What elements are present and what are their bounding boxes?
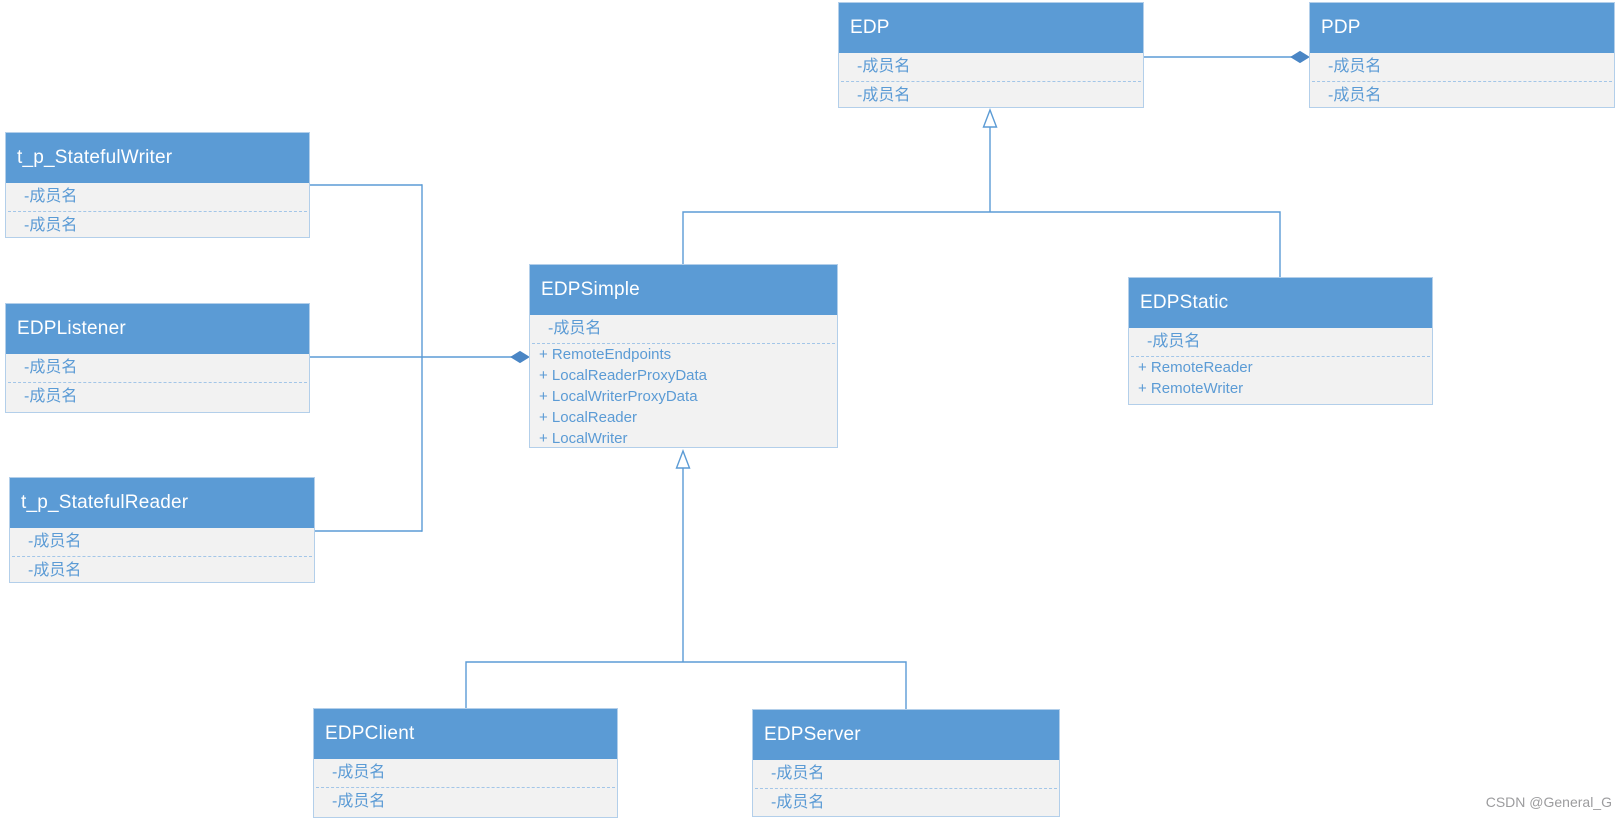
member-row: + LocalWriterProxyData xyxy=(539,388,698,405)
class-title-t-p-statefulwriter: t_p_StatefulWriter xyxy=(6,133,309,183)
member-row: + RemoteReader xyxy=(1138,359,1253,376)
class-compartments: -成员名 -成员名 xyxy=(10,528,314,585)
composition-diamond-icon xyxy=(510,350,530,364)
inheritance-triangle-icon xyxy=(675,449,691,469)
class-box-t-p-statefulwriter[interactable]: t_p_StatefulWriter -成员名 -成员名 xyxy=(5,132,310,238)
class-box-pdp[interactable]: PDP -成员名 -成员名 xyxy=(1309,2,1615,108)
member-row: -成员名 xyxy=(332,764,386,781)
member-row: -成员名 xyxy=(771,794,825,811)
class-box-edpclient[interactable]: EDPClient -成员名 -成员名 xyxy=(313,708,618,818)
compartment-separator xyxy=(1131,356,1430,357)
class-box-t-p-statefulreader[interactable]: t_p_StatefulReader -成员名 -成员名 xyxy=(9,477,315,583)
compartment-separator xyxy=(12,556,312,557)
member-row: + RemoteEndpoints xyxy=(539,346,672,363)
class-title-edpclient: EDPClient xyxy=(314,709,617,759)
class-compartments: -成员名 + RemoteEndpoints + LocalReaderProxyD… xyxy=(530,315,837,449)
member-row: -成员名 xyxy=(332,793,386,810)
class-box-edpserver[interactable]: EDPServer -成员名 -成员名 xyxy=(752,709,1060,817)
generalization-connector-edpclient-edpserver-to-edpsimple xyxy=(465,449,907,709)
class-compartments: -成员名 + RemoteReader + RemoteWriter xyxy=(1129,328,1432,399)
member-row: + LocalReaderProxyData xyxy=(539,367,708,384)
member-row: -成员名 xyxy=(24,217,78,234)
member-row: -成员名 xyxy=(28,533,82,550)
compartment-separator xyxy=(532,343,835,344)
generalization-connector-edpsimple-edpstatic-to-edp xyxy=(682,108,1281,277)
composition-connector-edp-to-pdp xyxy=(1144,50,1310,64)
compartment-separator xyxy=(841,81,1141,82)
class-title-edpserver: EDPServer xyxy=(753,710,1059,760)
class-compartments: -成员名 -成员名 xyxy=(839,53,1143,110)
class-title-t-p-statefulreader: t_p_StatefulReader xyxy=(10,478,314,528)
compartment-separator xyxy=(316,787,615,788)
compartment-separator xyxy=(755,788,1057,789)
class-compartments: -成员名 -成员名 xyxy=(6,183,309,240)
member-row: -成员名 xyxy=(857,58,911,75)
inheritance-triangle-icon xyxy=(982,108,998,128)
class-title-pdp: PDP xyxy=(1310,3,1614,53)
member-row: -成员名 xyxy=(1328,58,1382,75)
member-row: + LocalReader xyxy=(539,409,637,426)
composition-diamond-icon xyxy=(1290,50,1310,64)
class-box-edplistener[interactable]: EDPListener -成员名 -成员名 xyxy=(5,303,310,413)
class-box-edpsimple[interactable]: EDPSimple -成员名 + RemoteEndpoints + LocalRea… xyxy=(529,264,838,448)
member-row: -成员名 xyxy=(857,87,911,104)
member-row: -成员名 xyxy=(24,388,78,405)
csdn-watermark: CSDN @General_G xyxy=(1485,794,1612,810)
class-compartments: -成员名 -成员名 xyxy=(1310,53,1614,110)
class-title-edplistener: EDPListener xyxy=(6,304,309,354)
composition-connector-writer-listener-reader-to-edpsimple xyxy=(310,184,530,532)
class-box-edp[interactable]: EDP -成员名 -成员名 xyxy=(838,2,1144,108)
member-row: -成员名 xyxy=(1328,87,1382,104)
class-compartments: -成员名 -成员名 xyxy=(753,760,1059,817)
member-row: + LocalWriter xyxy=(539,430,628,447)
class-title-edpstatic: EDPStatic xyxy=(1129,278,1432,328)
member-row: -成员名 xyxy=(548,320,602,337)
member-row: -成员名 xyxy=(771,765,825,782)
member-row: -成员名 xyxy=(24,359,78,376)
compartment-separator xyxy=(8,211,307,212)
class-title-edpsimple: EDPSimple xyxy=(530,265,837,315)
class-compartments: -成员名 -成员名 xyxy=(314,759,617,816)
class-box-edpstatic[interactable]: EDPStatic -成员名 + RemoteReader + RemoteWrite… xyxy=(1128,277,1433,405)
compartment-separator xyxy=(8,382,307,383)
member-row: -成员名 xyxy=(24,188,78,205)
class-title-edp: EDP xyxy=(839,3,1143,53)
member-row: + RemoteWriter xyxy=(1138,380,1244,397)
class-compartments: -成员名 -成员名 xyxy=(6,354,309,411)
compartment-separator xyxy=(1312,81,1612,82)
member-row: -成员名 xyxy=(28,562,82,579)
member-row: -成员名 xyxy=(1147,333,1201,350)
